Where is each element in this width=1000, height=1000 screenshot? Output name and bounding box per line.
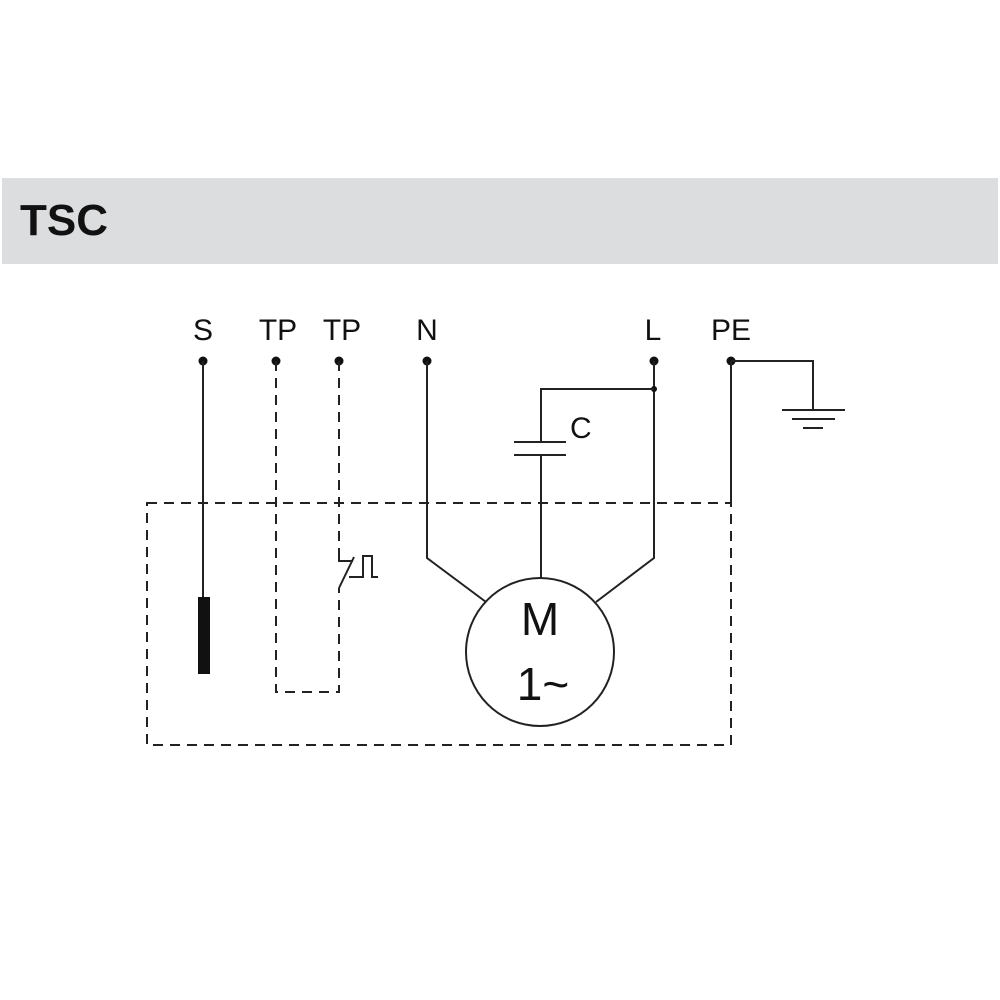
terminal-label-tp-2: TP	[323, 314, 361, 347]
thermal-switch-blade	[338, 556, 355, 589]
capacitor-label: C	[570, 412, 592, 445]
terminal-label-l: L	[645, 314, 662, 347]
motor-label-phase: 1~	[517, 658, 569, 710]
capacitor-wire-top	[540, 388, 654, 441]
diagram-title: TSC	[20, 196, 108, 245]
terminal-label-n: N	[416, 314, 438, 347]
line-wire	[595, 361, 655, 603]
neutral-wire	[426, 361, 487, 603]
sensor-element	[198, 597, 210, 674]
ground-wire	[731, 360, 814, 410]
enclosure-boundary	[146, 502, 732, 746]
terminal-label-pe: PE	[711, 314, 751, 347]
terminal-label-s: S	[193, 314, 213, 347]
thermal-switch-symbol	[349, 555, 378, 578]
thermal-protector-loop	[275, 361, 340, 693]
terminal-label-tp-1: TP	[259, 314, 297, 347]
title-bar: TSC	[2, 178, 998, 264]
thermal-switch-contact	[338, 556, 353, 562]
motor-symbol	[465, 577, 615, 727]
motor-label-m: M	[521, 593, 559, 645]
